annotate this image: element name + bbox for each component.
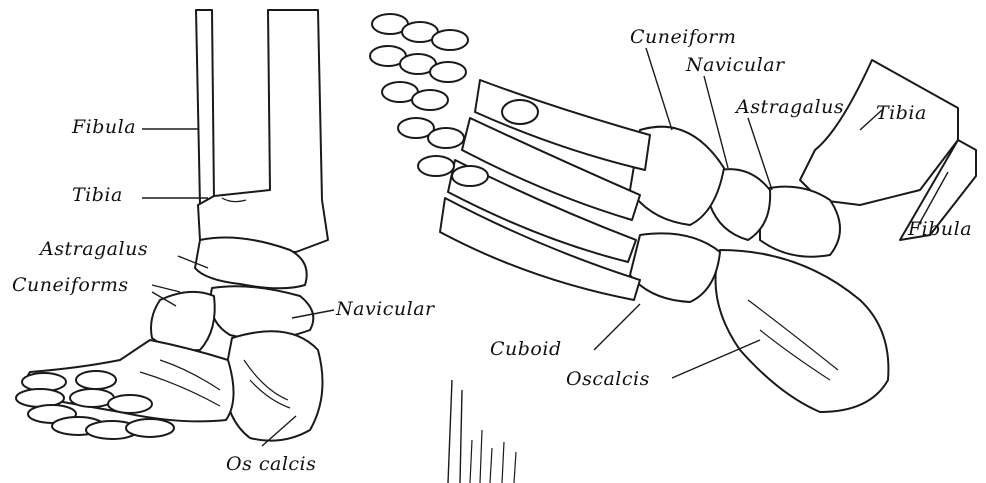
label-os-calcis-left: Os calcis [226,455,316,474]
label-navicular-left: Navicular [336,300,435,319]
label-cuboid-right: Cuboid [490,340,562,359]
left-os-calcis [224,331,323,440]
label-tibia-left: Tibia [72,186,123,205]
right-foot-drawing [370,14,976,412]
label-astragalus-right: Astragalus [736,98,844,117]
right-os-calcis [716,250,889,412]
right-metatarsals [440,80,650,300]
right-cuboid [630,233,720,302]
label-os-calcis-right: Oscalcis [566,370,650,389]
label-navicular-right: Navicular [686,56,785,75]
label-tibia-right: Tibia [876,104,927,123]
left-fibula-shaft [196,10,214,205]
left-foot-drawing [16,10,328,441]
label-fibula-right: Fibula [908,220,972,239]
label-fibula-left: Fibula [72,118,136,137]
sketch-fragment [448,380,516,483]
label-astragalus-left: Astragalus [40,240,148,259]
label-cuneiforms-left: Cuneiforms [12,276,129,295]
left-tibia-shaft [198,10,328,252]
label-cuneiform-right: Cuneiform [630,28,736,47]
